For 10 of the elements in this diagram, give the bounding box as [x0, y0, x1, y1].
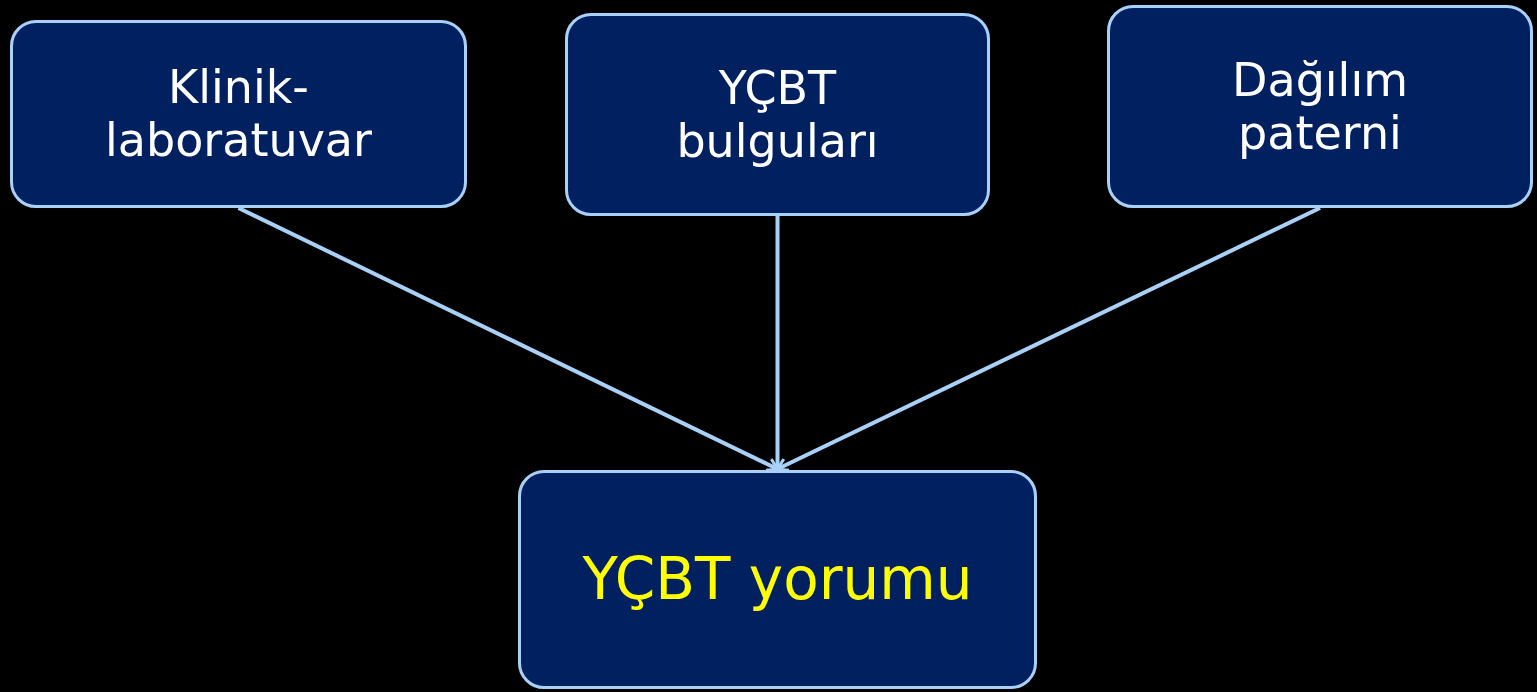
process-box	[10, 20, 467, 208]
process-box	[565, 13, 990, 216]
arrow	[237, 206, 779, 472]
arrow	[776, 206, 1321, 472]
box-label: Dağılım paterni	[1231, 53, 1409, 160]
box-label: YÇBT bulguları	[675, 61, 880, 168]
process-box	[518, 470, 1037, 689]
box-label: YÇBT yorumu	[581, 546, 974, 613]
process-box	[1107, 5, 1533, 208]
box-label: Klinik- laboratuvar	[104, 61, 373, 167]
